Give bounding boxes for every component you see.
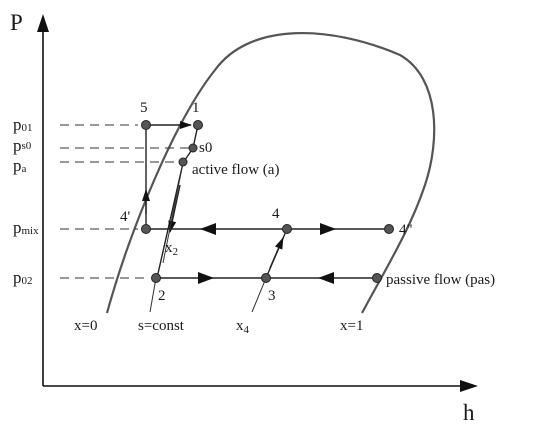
label-4: 4 [272,206,280,222]
point-passive [372,273,382,283]
label-5: 5 [140,100,148,116]
arrow-expansion [168,184,181,233]
label-1: 1 [192,100,200,116]
point-4 [282,224,292,234]
point-1 [193,120,203,130]
point-4dprime [384,224,394,234]
point-5 [141,120,151,130]
p02-label: p02 [13,268,33,287]
s-const-label: s=const [138,318,185,334]
ps0-label: ps0 [13,136,32,155]
x-axis-arrowhead [460,380,478,392]
x2-label: x2 [165,240,178,258]
point-2 [151,273,161,283]
active-flow-label: active flow (a) [192,162,279,178]
y-axis-label: P [10,10,23,35]
x0-label: x=0 [74,318,97,334]
point-4prime [141,224,151,234]
arrow-4-to-4dprime [320,223,336,235]
label-4dprime: 4" [399,222,413,238]
x1-label: x=1 [340,318,363,334]
s-const-guide [149,277,157,313]
x-axis-label: h [463,400,475,425]
label-3: 3 [268,288,276,304]
saturation-dome [105,31,436,314]
label-4prime: 4' [120,209,131,225]
x4-guide-line [251,277,267,313]
y-axis-arrowhead [37,14,49,32]
arrow-3-to-4 [269,237,284,269]
point-a [178,157,188,167]
point-3 [261,273,271,283]
pmix-label: pmix [13,218,39,237]
arrow-4-to-4prime [200,223,216,235]
point-s0 [188,143,198,153]
arrow-2-to-3 [198,272,214,284]
label-s0: s0 [199,140,212,156]
arrow-pas-to-3 [318,272,334,284]
pa-label: pa [13,156,27,175]
label-2: 2 [158,288,166,304]
x4-label: x4 [236,318,250,336]
x2-guide-line [162,162,184,264]
p01-label: p01 [13,115,33,134]
passive-flow-label: passive flow (pas) [386,272,495,288]
